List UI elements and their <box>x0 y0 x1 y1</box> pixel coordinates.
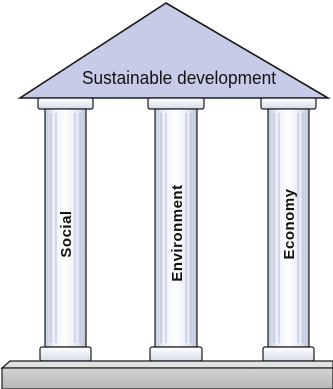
foundation-slab <box>1 367 333 389</box>
pillar-social: Social <box>37 97 94 362</box>
pillar-capital <box>147 97 205 110</box>
pillar-fluting <box>50 113 81 343</box>
roof-label: Sustainable development <box>82 68 276 88</box>
pillar-capital <box>260 97 317 110</box>
pillar-label-economy: Economy <box>281 188 298 259</box>
pillar-label-social: Social <box>58 210 75 257</box>
pillar-capital <box>37 97 94 110</box>
pillar-plinth <box>39 346 92 362</box>
pillar-fluting <box>160 113 192 343</box>
foundation <box>0 360 333 389</box>
pillar-plinth <box>262 346 315 362</box>
pillar-environment: Environment <box>147 97 205 362</box>
pillar-economy: Economy <box>260 97 317 362</box>
roof: Sustainable development <box>17 2 331 99</box>
pillar-label-environment: Environment <box>169 184 186 281</box>
foundation-top-face <box>0 360 333 369</box>
pillar-plinth <box>149 346 203 362</box>
pillar-shaft <box>44 108 87 348</box>
pillar-fluting <box>273 113 304 343</box>
pillar-shaft <box>154 108 198 348</box>
